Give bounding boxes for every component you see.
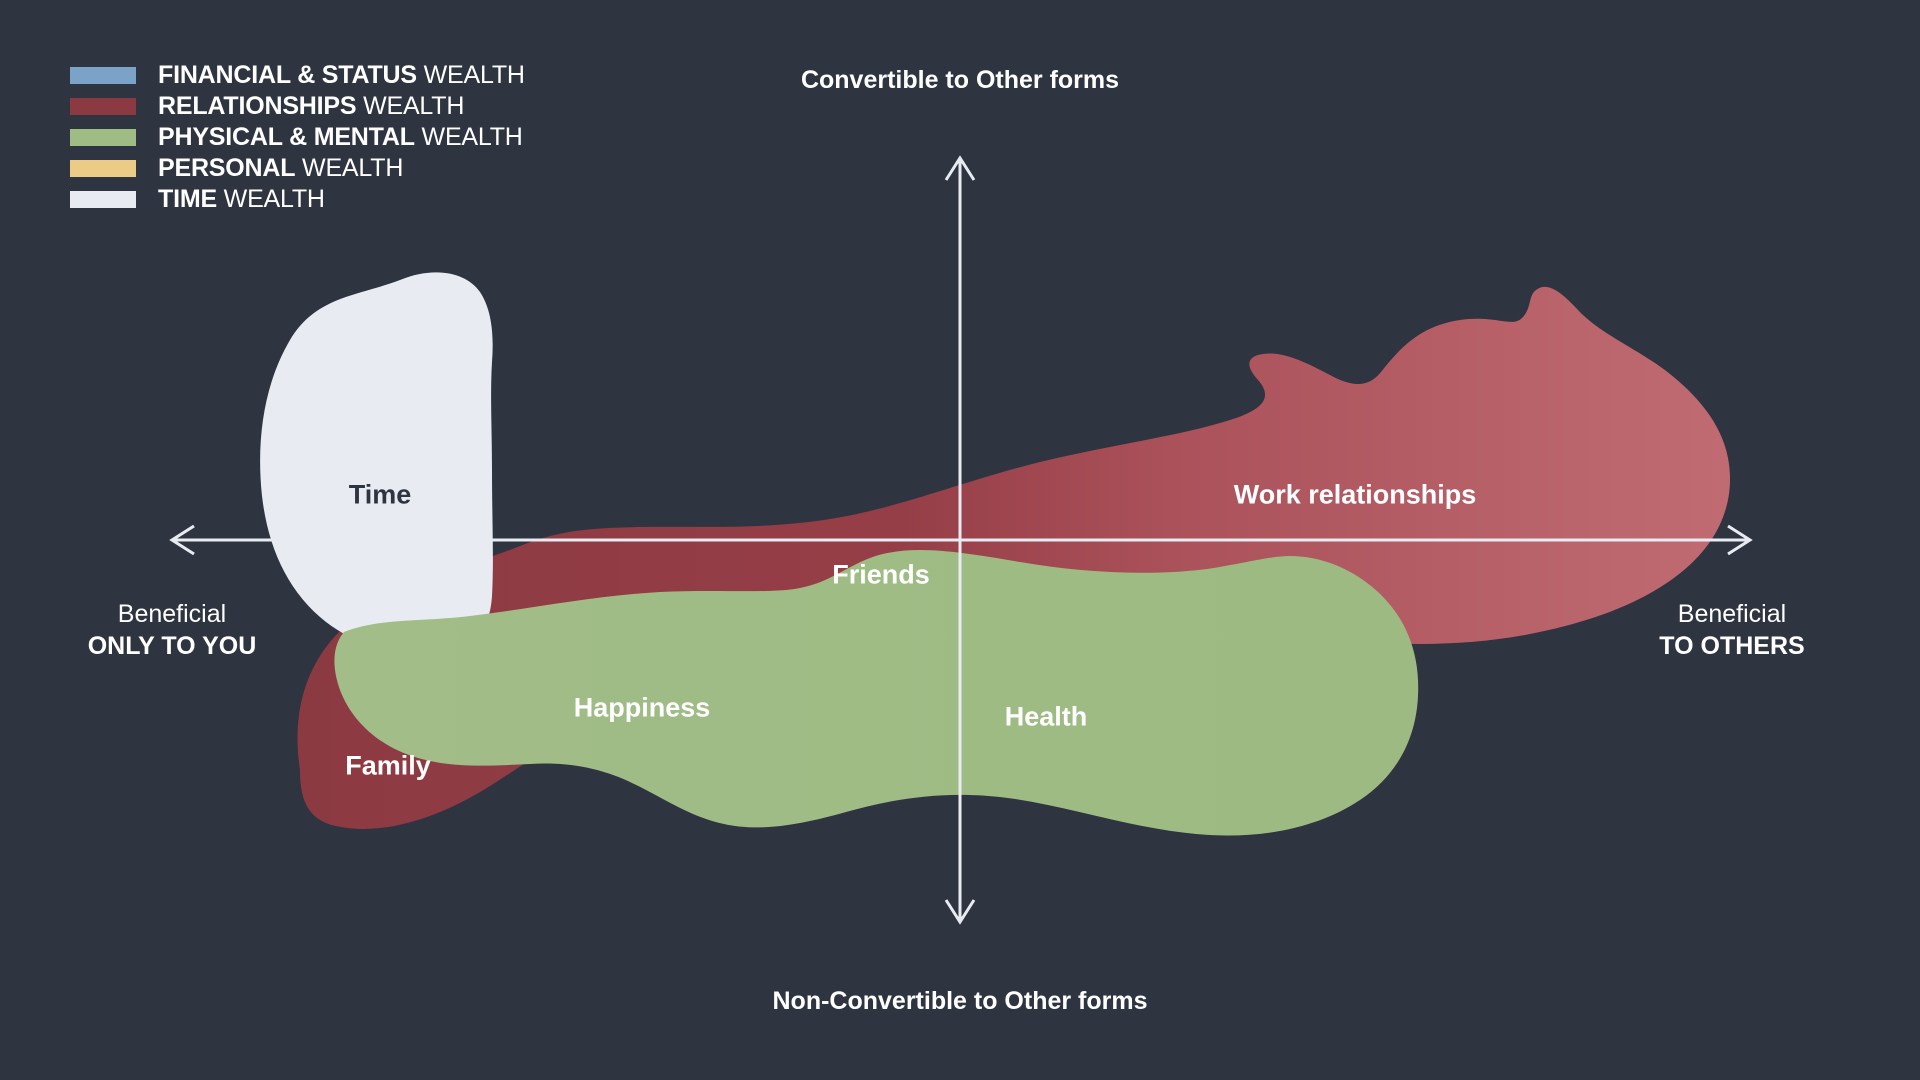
legend-item-relationships-wealth[interactable]: RELATIONSHIPS WEALTH [70,91,525,122]
legend-category-financial-status: FINANCIAL & STATUS [158,61,417,89]
legend-category-time: TIME [158,185,217,213]
legend-label-physical-mental: PHYSICAL & MENTAL WEALTH [158,125,523,150]
axis-vertical [944,155,976,925]
legend-label-financial-status: FINANCIAL & STATUS WEALTH [158,63,525,88]
blob-relationships [297,286,1731,829]
legend-swatch-time [70,191,136,208]
blob-time [260,272,493,653]
legend: FINANCIAL & STATUS WEALTH RELATIONSHIPS … [70,60,525,215]
legend-suffix-physical-mental: WEALTH [414,123,523,151]
axis-label-right-line2: TO OTHERS [1659,632,1805,660]
legend-item-time-wealth[interactable]: TIME WEALTH [70,184,525,215]
blob-label-friends: Friends [832,559,930,590]
blob-physical-mental [334,550,1419,836]
legend-label-relationships: RELATIONSHIPS WEALTH [158,94,464,119]
legend-swatch-physical-mental [70,129,136,146]
blob-label-family: Family [345,750,431,781]
axis-label-left-line1: Beneficial [117,600,227,628]
legend-swatch-personal [70,160,136,177]
axis-label-left: Beneficial ONLY TO YOU [88,598,257,662]
legend-label-time: TIME WEALTH [158,187,325,212]
legend-suffix-financial-status: WEALTH [416,61,525,89]
legend-category-relationships: RELATIONSHIPS [158,92,357,120]
legend-category-personal: PERSONAL [158,154,296,182]
legend-item-personal-wealth[interactable]: PERSONAL WEALTH [70,153,525,184]
blob-label-time: Time [348,479,412,510]
axis-label-bottom: Non-Convertible to Other forms [772,987,1148,1015]
legend-suffix-relationships: WEALTH [356,92,465,120]
blob-label-health: Health [1004,701,1088,732]
blob-label-happiness: Happiness [573,692,711,723]
legend-category-physical-mental: PHYSICAL & MENTAL [158,123,415,151]
axis-label-right-line1: Beneficial [1677,600,1787,628]
legend-swatch-financial-status [70,67,136,84]
legend-item-physical-mental-wealth[interactable]: PHYSICAL & MENTAL WEALTH [70,122,525,153]
axis-label-left-line2: ONLY TO YOU [87,632,257,660]
axis-label-top: Convertible to Other forms [800,66,1120,94]
legend-swatch-relationships [70,98,136,115]
legend-label-personal: PERSONAL WEALTH [158,156,403,181]
legend-suffix-personal: WEALTH [295,154,404,182]
blob-label-work-relationships: Work relationships [1233,479,1477,510]
legend-item-financial-status-wealth[interactable]: FINANCIAL & STATUS WEALTH [70,60,525,91]
axis-label-right: Beneficial TO OTHERS [1659,598,1804,662]
legend-suffix-time: WEALTH [216,185,325,213]
